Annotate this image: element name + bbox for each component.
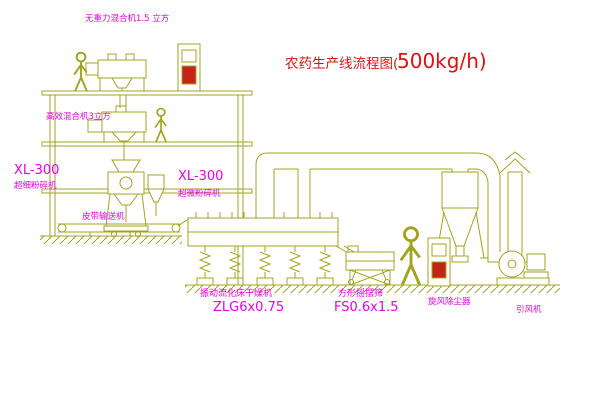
drawing-title: 农药生产线流程图( [285, 56, 398, 72]
exhaust-ducting [255, 152, 501, 252]
label-belt-conveyor: 皮带输送机 [82, 211, 125, 222]
person-figure-ground [399, 226, 422, 287]
exhaust-stack [499, 151, 531, 256]
control-cabinet-lower [427, 237, 451, 287]
dryer-spring-supports [196, 246, 334, 286]
label-mixer-2f: 高效混合机3立方 [46, 111, 111, 122]
person-figure-roof [73, 51, 88, 92]
belt-conveyor [57, 223, 181, 236]
control-cabinet-upper [177, 43, 201, 92]
label-dryer-model: ZLG6x0.75 [213, 300, 284, 315]
label-cyclone: 旋风除尘器 [428, 296, 471, 307]
ground-hatch-right [185, 285, 560, 293]
label-dryer-name: 振动流化床干燥机 [200, 287, 272, 299]
label-mixer-top: 无重力混合机1.5 立方 [85, 13, 169, 24]
person-figure-floor2 [154, 107, 167, 143]
fluid-bed-dryer [177, 212, 355, 286]
ground-hatch-left [40, 236, 182, 244]
swing-sieve [345, 245, 395, 286]
high-efficiency-mixer [87, 105, 147, 146]
label-sieve-model: FS0.6x1.5 [334, 300, 399, 315]
label-fan: 引风机 [516, 304, 542, 315]
label-sieve-name: 方形摇摆筛 [338, 287, 383, 299]
label-mill-center-model: XL-300 [178, 169, 223, 184]
induced-draft-fan [487, 250, 550, 286]
label-mill-center-name: 超微粉碎机 [178, 188, 221, 199]
cyclone-separator [432, 169, 488, 263]
drawing-title-rate: 500kg/h) [397, 49, 487, 73]
label-mill-left-name: 超细粉碎机 [14, 180, 57, 191]
gravity-free-mixer [85, 53, 147, 108]
label-mill-left-model: XL-300 [14, 163, 59, 178]
pulverizer-assembly [103, 146, 165, 237]
